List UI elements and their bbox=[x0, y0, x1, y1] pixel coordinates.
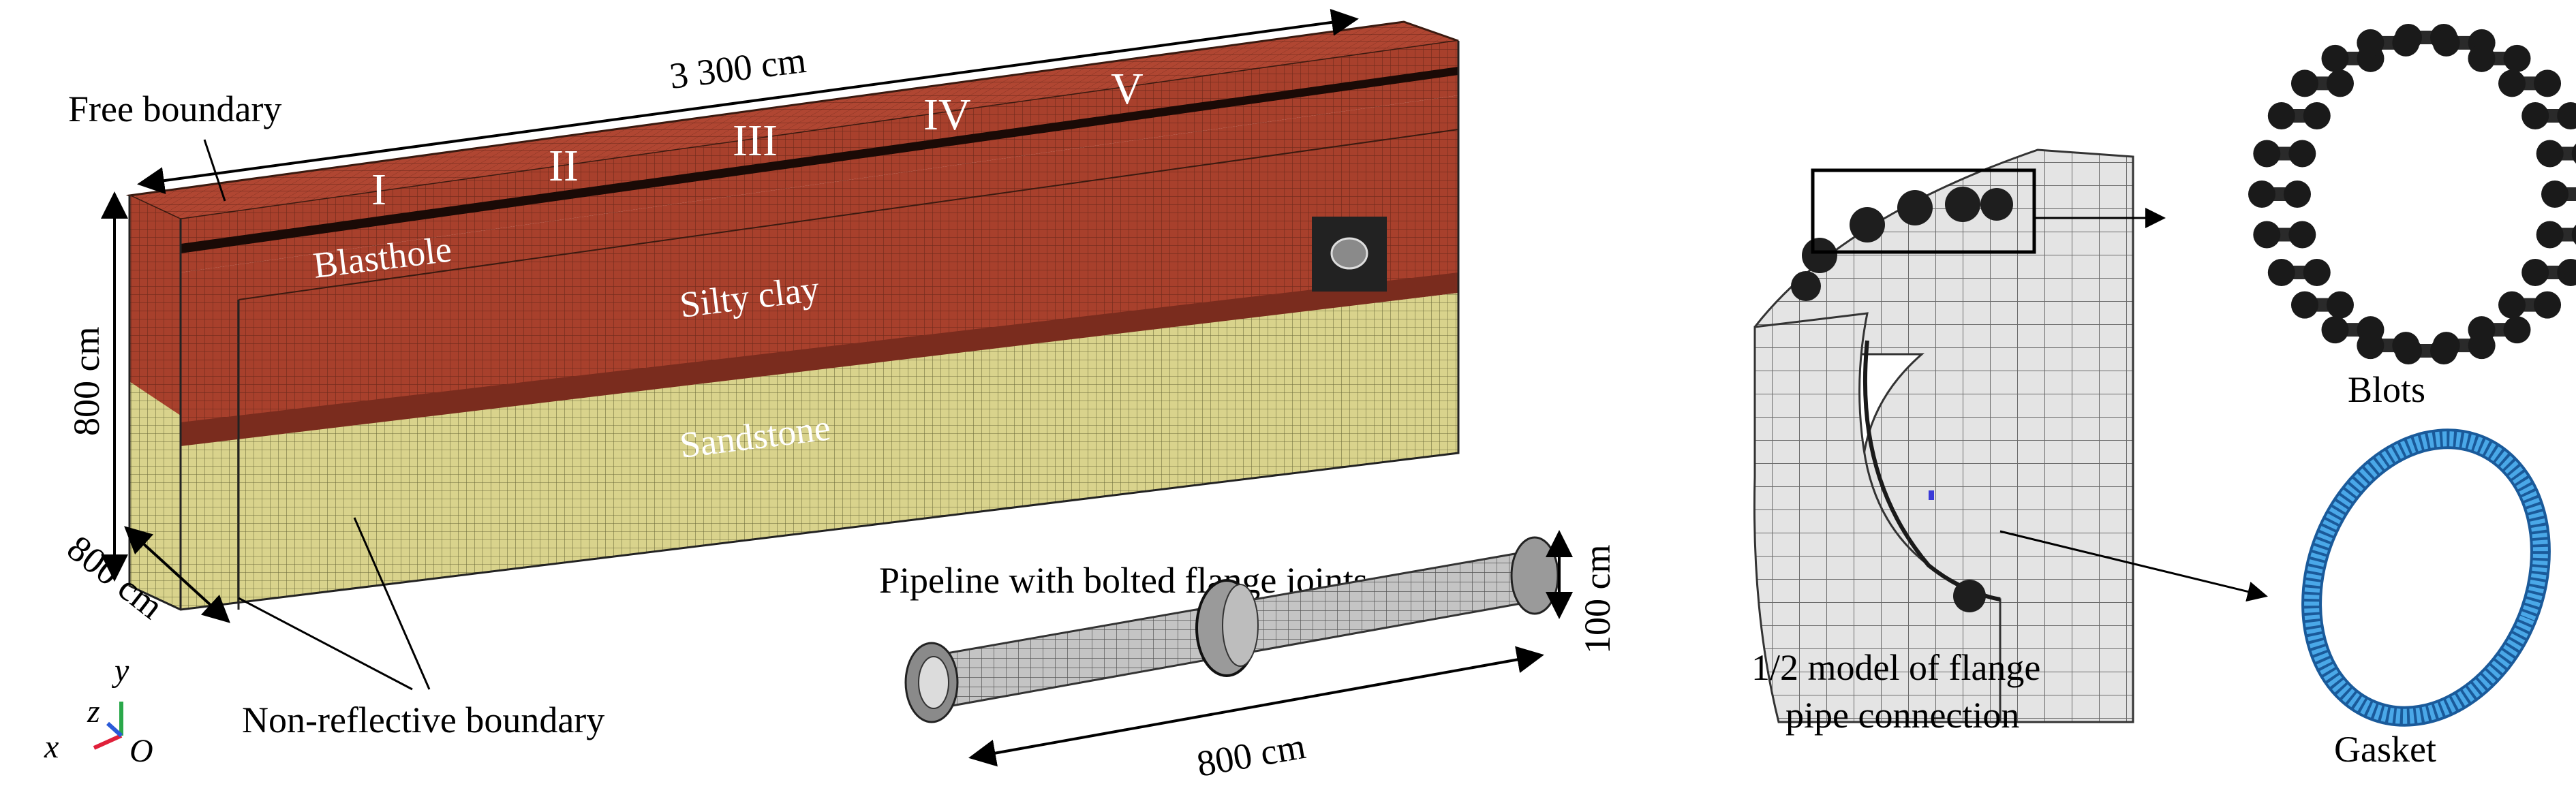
nonreflective-pointer bbox=[353, 517, 431, 690]
length-label: 3 300 cm bbox=[667, 40, 808, 97]
pipe-middle-flange-inner bbox=[1222, 584, 1259, 667]
pipe-diameter-label: 100 cm bbox=[1577, 545, 1618, 654]
flange-top-bolts bbox=[1791, 187, 2013, 301]
clay-interface-band bbox=[181, 272, 1458, 450]
pipe-end-opening-left bbox=[918, 656, 949, 709]
section-label: V bbox=[1111, 64, 1144, 114]
bolts-label: Blots bbox=[2348, 369, 2425, 410]
pipe-end-flange-right bbox=[1510, 536, 1559, 615]
bolt bbox=[2267, 259, 2331, 286]
bolt bbox=[2521, 259, 2576, 286]
pipe-length-label: 800 cm bbox=[1194, 725, 1308, 785]
pipeline: Pipeline with bolted flange joints 100 c… bbox=[879, 530, 1618, 785]
coordinate-axes: y z x O bbox=[44, 653, 153, 769]
bolt-highlight-box bbox=[1811, 168, 2036, 254]
flange-model-label-line2: pipe connection bbox=[1785, 695, 2019, 736]
gasket-label: Gasket bbox=[2334, 729, 2436, 770]
section-label: IV bbox=[923, 90, 971, 140]
gasket bbox=[2301, 428, 2551, 727]
bolt bbox=[2498, 291, 2562, 319]
flange-bottom-bolt bbox=[1953, 580, 1986, 612]
free-boundary-pointer bbox=[203, 139, 226, 202]
flange-half-model: 1/2 model of flange pipe connection bbox=[1751, 148, 2268, 736]
axis-origin-label: O bbox=[129, 733, 153, 769]
bolt bbox=[2290, 69, 2354, 97]
height-label: 800 cm bbox=[66, 327, 107, 436]
axis-x-label: x bbox=[44, 729, 59, 765]
section-label: I bbox=[371, 165, 386, 215]
axis-y-label: y bbox=[111, 653, 129, 689]
nonreflective-label: Non-reflective boundary bbox=[242, 700, 604, 740]
height-dimension: 800 cm bbox=[66, 191, 128, 582]
bolt bbox=[2290, 291, 2354, 319]
pointer-to-gasket bbox=[1999, 530, 2268, 602]
section-label: II bbox=[549, 141, 579, 191]
bolt bbox=[2536, 221, 2576, 249]
bolt bbox=[2253, 140, 2316, 168]
nonreflective-pointer bbox=[238, 597, 413, 691]
bolt bbox=[2541, 181, 2576, 208]
blasthole-charge-mesh bbox=[1330, 237, 1368, 270]
axis-z-label: z bbox=[87, 693, 100, 730]
bolt bbox=[2321, 316, 2385, 344]
flange-model-label-line1: 1/2 model of flange bbox=[1751, 647, 2040, 688]
soil-model: I II III IV V Blasthole Silty clay Sands… bbox=[125, 20, 1460, 611]
flange-gasket-mark bbox=[1929, 490, 1934, 500]
bolt bbox=[2498, 69, 2562, 97]
section-label: III bbox=[733, 116, 778, 166]
bolt bbox=[2521, 102, 2576, 129]
bolt bbox=[2267, 102, 2331, 129]
bolt-ring bbox=[2248, 24, 2576, 364]
free-boundary-label: Free boundary bbox=[68, 89, 281, 129]
bolt bbox=[2253, 221, 2316, 249]
model-front-sandstone bbox=[181, 293, 1458, 610]
bolt bbox=[2536, 140, 2576, 168]
bolt bbox=[2468, 44, 2531, 72]
gasket-ring-fill bbox=[2304, 431, 2548, 724]
pipe-length-arrow bbox=[968, 646, 1544, 767]
bolt bbox=[2248, 181, 2311, 208]
